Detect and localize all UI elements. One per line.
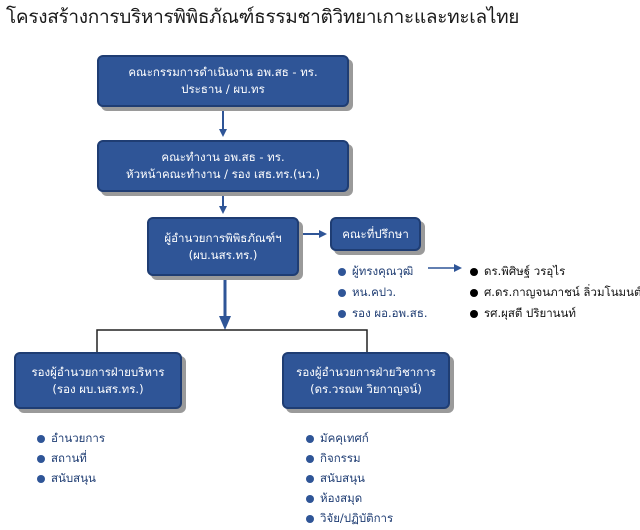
- admin-deputy-line2: (รอง ผบ.นสร.ทร.): [52, 381, 144, 396]
- bullet-icon: [338, 288, 346, 297]
- list-item: ผู้ทรงคุณวุฒิ: [338, 261, 428, 282]
- list-item: สนับสนุน: [306, 469, 393, 489]
- bullet-icon: [338, 267, 346, 276]
- bullet-icon: [37, 435, 45, 443]
- director-line2: (ผบ.นสร.ทร.): [188, 247, 258, 262]
- bullet-icon: [470, 288, 478, 297]
- working-committee-box: คณะทำงาน อพ.สธ - ทร. หัวหน้าคณะทำงาน / ร…: [97, 140, 349, 192]
- academic-deputy-line2: (ดร.วรณพ วิยกาญจน์): [310, 381, 422, 396]
- admin-units-list: อำนวยการ สถานที่ สนับสนุน: [37, 429, 105, 489]
- list-item: อำนวยการ: [37, 429, 105, 449]
- academic-deputy-box: รองผู้อำนวยการฝ่ายวิชาการ (ดร.วรณพ วิยกา…: [282, 352, 450, 409]
- bullet-icon: [470, 309, 478, 318]
- advisors-box: คณะที่ปรึกษา: [330, 217, 421, 251]
- bullet-icon: [470, 267, 478, 276]
- academic-units-list: มัคคุเทศก์ กิจกรรม สนับสนุน ห้องสมุด วิจ…: [306, 429, 393, 529]
- exec-committee-box: คณะกรรมการดำเนินงาน อพ.สธ - ทร. ประธาน /…: [97, 55, 349, 107]
- bullet-icon: [338, 309, 346, 318]
- bullet-icon: [37, 475, 45, 483]
- list-item: ศ.ดร.กาญจนภาชน์ ลิ่วมโนมนต์: [470, 282, 640, 303]
- advisor-names-list: ดร.พิศิษฐ์ วรอุไร ศ.ดร.กาญจนภาชน์ ลิ่วมโ…: [470, 261, 640, 324]
- bullet-icon: [306, 515, 314, 523]
- working-committee-line2: หัวหน้าคณะทำงาน / รอง เสธ.ทร.(นว.): [126, 167, 320, 181]
- list-item: หน.คปว.: [338, 282, 428, 303]
- branch-line: [96, 329, 368, 352]
- list-item: กิจกรรม: [306, 449, 393, 469]
- advisor-titles-list: ผู้ทรงคุณวุฒิ หน.คปว. รอง ผอ.อพ.สธ.: [338, 261, 428, 324]
- list-item: ดร.พิศิษฐ์ วรอุไร: [470, 261, 640, 282]
- director-line1: ผู้อำนวยการพิพิธภัณฑ์ฯ: [164, 230, 282, 245]
- advisors-line1: คณะที่ปรึกษา: [342, 226, 409, 241]
- bullet-icon: [37, 455, 45, 463]
- list-item: สนับสนุน: [37, 469, 105, 489]
- list-item: รศ.ผุสตี ปริยานนท์: [470, 303, 640, 324]
- admin-deputy-box: รองผู้อำนวยการฝ่ายบริหาร (รอง ผบ.นสร.ทร.…: [14, 352, 182, 409]
- bullet-icon: [306, 495, 314, 503]
- list-item: มัคคุเทศก์: [306, 429, 393, 449]
- page-title: โครงสร้างการบริหารพิพิธภัณฑ์ธรรมชาติวิทย…: [6, 6, 520, 28]
- exec-committee-line1: คณะกรรมการดำเนินงาน อพ.สธ - ทร.: [128, 65, 318, 79]
- list-item: วิจัย/ปฏิบัติการ: [306, 509, 393, 529]
- list-item: ห้องสมุด: [306, 489, 393, 509]
- admin-deputy-line1: รองผู้อำนวยการฝ่ายบริหาร: [31, 364, 165, 379]
- bullet-icon: [306, 435, 314, 443]
- director-box: ผู้อำนวยการพิพิธภัณฑ์ฯ (ผบ.นสร.ทร.): [147, 217, 299, 276]
- academic-deputy-line1: รองผู้อำนวยการฝ่ายวิชาการ: [296, 364, 436, 379]
- bullet-icon: [306, 475, 314, 483]
- exec-committee-line2: ประธาน / ผบ.ทร: [181, 82, 265, 96]
- working-committee-line1: คณะทำงาน อพ.สธ - ทร.: [161, 150, 285, 164]
- list-item: สถานที่: [37, 449, 105, 469]
- bullet-icon: [306, 455, 314, 463]
- list-item: รอง ผอ.อพ.สธ.: [338, 303, 428, 324]
